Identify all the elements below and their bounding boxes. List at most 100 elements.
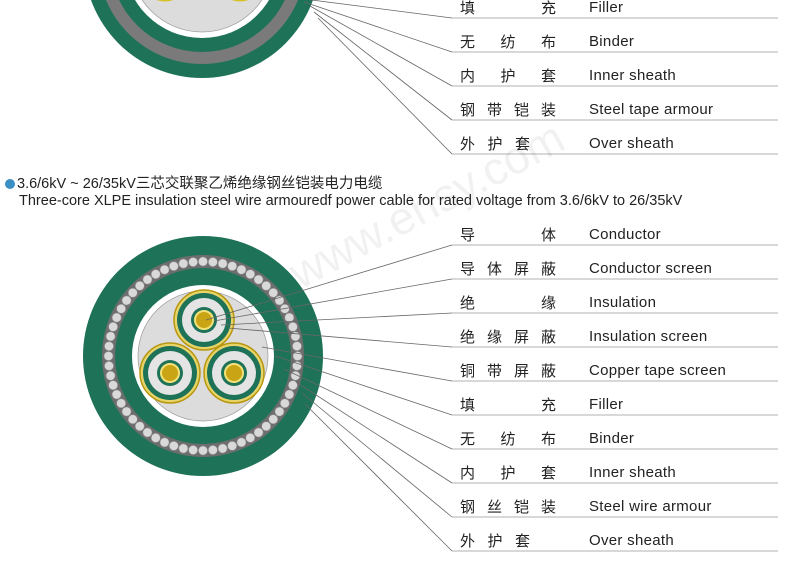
steel-wire bbox=[217, 443, 228, 454]
steel-wire bbox=[188, 257, 199, 267]
layer-name-cn: 导体屏蔽 bbox=[460, 260, 556, 278]
layer-row: 导 体 Conductor bbox=[460, 224, 661, 244]
steel-wire bbox=[261, 280, 272, 291]
conductor bbox=[194, 310, 214, 330]
layer-row: 钢丝铠装 Steel wire armour bbox=[460, 496, 711, 516]
layer-name-cn: 内护套 bbox=[460, 464, 556, 482]
layer-name-en: Steel wire armour bbox=[589, 497, 712, 515]
steel-wire bbox=[236, 437, 247, 448]
steel-wire bbox=[159, 264, 170, 275]
steel-wire bbox=[217, 258, 228, 269]
steel-wire bbox=[198, 445, 208, 456]
layer-name-cn: 钢带铠装 bbox=[460, 101, 556, 119]
steel-wire bbox=[227, 440, 238, 451]
steel-wire bbox=[108, 321, 119, 332]
steel-wire bbox=[198, 256, 208, 267]
layer-name-en: Over sheath bbox=[589, 134, 675, 152]
steel-wire bbox=[279, 398, 290, 409]
steel-wire bbox=[207, 257, 218, 267]
steel-wire bbox=[103, 351, 114, 361]
steel-wire bbox=[127, 414, 138, 425]
steel-wire bbox=[168, 440, 179, 451]
leader-line bbox=[317, 17, 453, 155]
leader-line bbox=[313, 11, 453, 121]
steel-wire bbox=[268, 287, 279, 298]
steel-wire bbox=[253, 274, 264, 285]
layer-name-en: Conductor screen bbox=[589, 259, 713, 277]
steel-wire bbox=[253, 427, 264, 438]
layer-name-cn: 外护套 bbox=[460, 532, 530, 550]
steel-wire bbox=[261, 421, 272, 432]
layer-row: 无纺布 Binder bbox=[460, 31, 634, 51]
steel-wire bbox=[168, 261, 179, 272]
leader-line bbox=[304, 403, 453, 552]
steel-wire bbox=[150, 432, 161, 443]
layer-name-en: Inner sheath bbox=[589, 66, 676, 84]
steel-wire bbox=[116, 303, 127, 314]
layer-name-en: Steel tape armour bbox=[589, 100, 714, 118]
layer-name-cn: 无纺布 bbox=[460, 33, 556, 51]
leader-line bbox=[295, 381, 453, 484]
steel-wire bbox=[142, 274, 153, 285]
layer-name-en: Binder bbox=[589, 429, 635, 447]
leader-line bbox=[261, 346, 453, 382]
layer-row: 钢带铠装 Steel tape armour bbox=[460, 99, 713, 119]
steel-wire bbox=[287, 380, 298, 391]
leader-line bbox=[309, 5, 453, 87]
conductor bbox=[160, 363, 180, 383]
steel-wire bbox=[111, 312, 122, 323]
leader-line bbox=[283, 368, 453, 450]
steel-wire bbox=[150, 269, 161, 280]
conductor bbox=[224, 363, 244, 383]
leader-line bbox=[301, 392, 453, 518]
steel-wire bbox=[105, 331, 116, 342]
layer-row: 内护套 Inner sheath bbox=[460, 462, 676, 482]
steel-wire bbox=[178, 258, 189, 269]
layer-row: 外护套 Over sheath bbox=[460, 530, 674, 550]
leader-line bbox=[205, 244, 453, 321]
leader-line bbox=[227, 327, 453, 348]
steel-wire bbox=[121, 295, 132, 306]
steel-wire bbox=[284, 312, 295, 323]
bullet-icon bbox=[5, 179, 15, 189]
steel-wire bbox=[292, 341, 302, 352]
section-heading: 3.6/6kV ~ 26/35kV三芯交联聚乙烯绝缘钢丝铠装电力电缆 Three… bbox=[5, 176, 682, 210]
layer-name-en: Binder bbox=[589, 32, 635, 50]
layer-name-en: Filler bbox=[589, 395, 624, 413]
layer-name-cn: 外护套 bbox=[460, 135, 530, 153]
layer-name-cn: 填 充 bbox=[460, 396, 556, 414]
layer-row: 填 充 Filler bbox=[460, 0, 623, 17]
steel-wire bbox=[207, 445, 218, 455]
layer-name-en: Conductor bbox=[589, 225, 661, 243]
steel-wire bbox=[111, 389, 122, 400]
steel-wire bbox=[274, 406, 285, 417]
steel-wire bbox=[142, 427, 153, 438]
layer-name-cn: 导 体 bbox=[460, 226, 556, 244]
layer-name-cn: 钢丝铠装 bbox=[460, 498, 556, 516]
leader-line bbox=[274, 355, 453, 416]
layer-name-en: Inner sheath bbox=[589, 463, 676, 481]
steel-wire bbox=[284, 389, 295, 400]
layer-name-en: Filler bbox=[589, 0, 624, 16]
steel-wire bbox=[292, 360, 302, 371]
steel-wire-armoured-cable-cross-section bbox=[83, 236, 323, 476]
layer-name-cn: 绝缘屏蔽 bbox=[460, 328, 556, 346]
layer-name-cn: 无纺布 bbox=[460, 430, 556, 448]
layer-name-cn: 绝 缘 bbox=[460, 294, 556, 312]
steel-wire bbox=[159, 437, 170, 448]
leader-line bbox=[303, 1, 453, 53]
steel-wire bbox=[116, 398, 127, 409]
layer-name-en: Copper tape screen bbox=[589, 361, 727, 379]
layer-name-en: Over sheath bbox=[589, 531, 675, 549]
layer-row: 填 充 Filler bbox=[460, 394, 623, 414]
steel-wire bbox=[134, 280, 145, 291]
steel-wire bbox=[236, 264, 247, 275]
layer-name-cn: 填 充 bbox=[460, 0, 556, 17]
layer-row: 无纺布 Binder bbox=[460, 428, 634, 448]
steel-wire bbox=[104, 341, 114, 352]
